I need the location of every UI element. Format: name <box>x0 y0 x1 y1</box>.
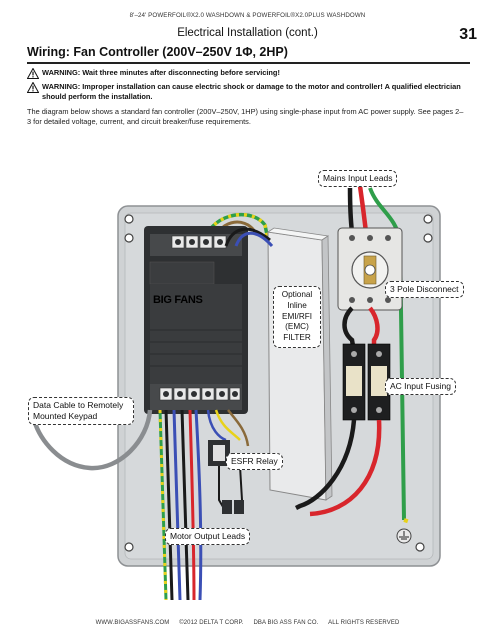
data-cable <box>31 409 153 471</box>
callout-ac-fusing: AC Input Fusing <box>385 378 456 395</box>
warning-triangle-icon <box>27 82 39 93</box>
footer-copyright: ©2012 DELTA T CORP. <box>179 620 244 626</box>
running-head: 8'–24' POWERFOIL®X2.0 WASHDOWN & POWERFO… <box>129 12 366 19</box>
ground-terminal <box>396 528 412 544</box>
intro-paragraph: The diagram below shows a standard fan c… <box>27 107 464 126</box>
footer-website: WWW.BIGASSFANS.COM <box>95 620 170 626</box>
drive-logo: BIG FANS <box>153 294 203 306</box>
footer-dba: DBA BIG ASS FAN CO. <box>253 620 319 626</box>
warning-triangle-icon <box>27 68 39 79</box>
warning-2: WARNING: Improper installation can cause… <box>27 82 472 102</box>
motor-output-wires <box>158 409 203 601</box>
callout-esfr-relay: ESFR Relay <box>226 453 283 470</box>
callout-mains-input: Mains Input Leads <box>318 170 398 187</box>
input-fuses <box>342 343 391 421</box>
filter-label-line: Optional <box>281 290 313 299</box>
footer-rights: ALL RIGHTS RESERVED <box>328 620 400 626</box>
filter-label-line: (EMC) <box>285 322 309 332</box>
page-number: 31 <box>459 26 477 43</box>
page-footer: WWW.BIGASSFANS.COM ©2012 DELTA T CORP. D… <box>0 620 495 626</box>
esfr-relay <box>206 409 250 514</box>
page-title: Wiring: Fan Controller (200V–250V 1Φ, 2H… <box>27 45 288 59</box>
panel-screws <box>124 214 433 552</box>
fuse-output-wires <box>294 419 382 517</box>
callout-pole-disconnect: 3 Pole Disconnect <box>385 281 464 298</box>
title-rule <box>27 62 470 64</box>
fan-controller-drive: BIG FANS <box>144 226 248 414</box>
filter-to-drive-wires <box>224 227 274 248</box>
filter-label-line: EMI/RFI <box>281 311 313 321</box>
warning-1-text: WARNING: Wait three minutes after discon… <box>42 68 280 77</box>
disconnect-to-fuse-wires <box>342 306 380 353</box>
filter-label-line: FILTER <box>283 333 311 343</box>
filter-label-line: Inline <box>287 300 307 310</box>
callout-data-cable: Data Cable to Remotely Mounted Keypad <box>28 397 134 425</box>
warning-2-text: WARNING: Improper installation can cause… <box>42 82 461 101</box>
warning-1: WARNING: Wait three minutes after discon… <box>27 68 472 79</box>
section-title: Electrical Installation (cont.) <box>177 27 318 39</box>
callout-emi-filter: Optional Inline EMI/RFI (EMC) FILTER <box>273 286 321 348</box>
callout-motor-output: Motor Output Leads <box>165 528 251 545</box>
